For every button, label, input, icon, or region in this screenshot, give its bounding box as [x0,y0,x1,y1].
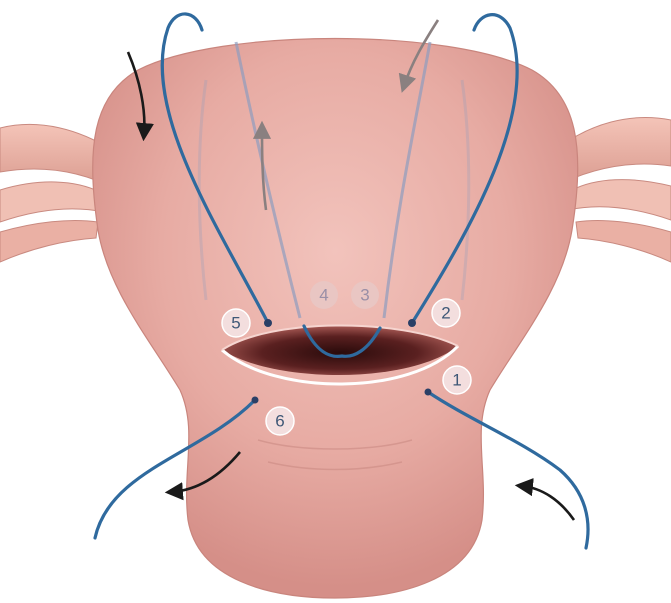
svg-text:4: 4 [319,286,328,305]
step-label-4: 4 [310,281,338,309]
step-label-5: 5 [222,309,250,337]
svg-text:6: 6 [275,412,284,431]
uterus-body [93,39,578,599]
svg-text:3: 3 [360,286,369,305]
step-label-3: 3 [351,281,379,309]
curved-arrow-icon [522,486,574,520]
svg-text:1: 1 [452,371,461,390]
step-label-2: 2 [432,299,460,327]
svg-text:2: 2 [441,304,450,323]
svg-text:5: 5 [231,314,240,333]
step-label-1: 1 [443,366,471,394]
step-label-6: 6 [266,407,294,435]
